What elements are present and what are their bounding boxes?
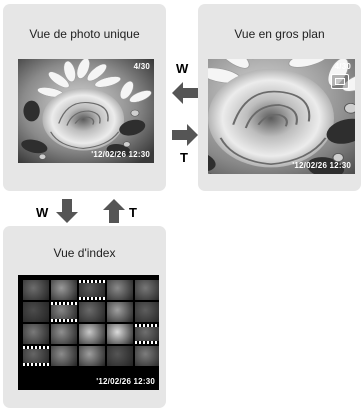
arrow-label-w-top: W xyxy=(176,61,189,76)
thumbnail[interactable] xyxy=(107,324,133,344)
thumbnail[interactable] xyxy=(23,324,49,344)
flower-photo xyxy=(18,59,154,163)
zoom-position-indicator-icon xyxy=(331,74,349,89)
thumbnail[interactable] xyxy=(23,280,49,300)
close-up-view-title: Vue en gros plan xyxy=(234,27,325,41)
date-time-stamp: '12/02/26 12:30 xyxy=(91,150,150,159)
thumbnail[interactable] xyxy=(107,302,133,322)
index-view-title: Vue d'index xyxy=(53,246,116,260)
single-photo-screen: 4/30 '12/02/26 12:30 xyxy=(18,59,154,163)
thumbnail[interactable] xyxy=(135,346,159,366)
thumbnail[interactable] xyxy=(79,302,105,322)
thumbnail[interactable] xyxy=(107,346,133,366)
thumbnail[interactable] xyxy=(79,324,105,344)
date-time-stamp: '12/02/26 12:30 xyxy=(292,161,351,170)
movie-sprocket-icon xyxy=(135,324,159,327)
movie-sprocket-icon xyxy=(79,280,105,283)
movie-sprocket-icon xyxy=(23,346,49,349)
frame-counter: 4/30 xyxy=(334,62,351,71)
thumbnail[interactable] xyxy=(23,346,49,366)
thumbnail[interactable] xyxy=(79,280,105,300)
thumbnail[interactable] xyxy=(23,302,49,322)
thumbnail[interactable] xyxy=(51,346,77,366)
thumbnail[interactable] xyxy=(51,324,77,344)
close-up-screen: 4/30 '12/02/26 12:30 xyxy=(208,59,355,174)
arrow-label-t-right: T xyxy=(180,150,188,165)
single-photo-view-title: Vue de photo unique xyxy=(29,27,140,41)
single-photo-view-panel: Vue de photo unique 4/30 '12/02/26 12:30 xyxy=(3,4,166,191)
date-time-stamp: '12/02/26 12:30 xyxy=(96,377,155,386)
thumbnail[interactable] xyxy=(107,280,133,300)
movie-sprocket-icon xyxy=(23,363,49,366)
thumbnail[interactable] xyxy=(135,324,159,344)
index-view-panel: Vue d'index '12/02/26 12:30 xyxy=(3,226,166,408)
thumbnail[interactable] xyxy=(135,280,159,300)
arrow-right-icon xyxy=(172,124,198,146)
frame-counter: 4/30 xyxy=(133,62,150,71)
movie-sprocket-icon xyxy=(51,319,77,322)
movie-sprocket-icon xyxy=(135,341,159,344)
movie-sprocket-icon xyxy=(51,302,77,305)
arrow-up-icon xyxy=(103,199,125,223)
thumbnail-grid xyxy=(23,280,159,366)
index-screen: '12/02/26 12:30 xyxy=(18,275,159,390)
arrow-label-w-down: W xyxy=(36,205,49,220)
thumbnail[interactable] xyxy=(51,302,77,322)
arrow-left-icon xyxy=(172,82,198,104)
movie-sprocket-icon xyxy=(79,297,105,300)
arrow-label-t-up: T xyxy=(129,205,137,220)
close-up-view-panel: Vue en gros plan 4/30 '12/02/26 12:30 xyxy=(198,4,361,191)
thumbnail[interactable] xyxy=(51,280,77,300)
thumbnail[interactable] xyxy=(135,302,159,322)
thumbnail[interactable] xyxy=(79,346,105,366)
arrow-down-icon xyxy=(56,199,78,223)
